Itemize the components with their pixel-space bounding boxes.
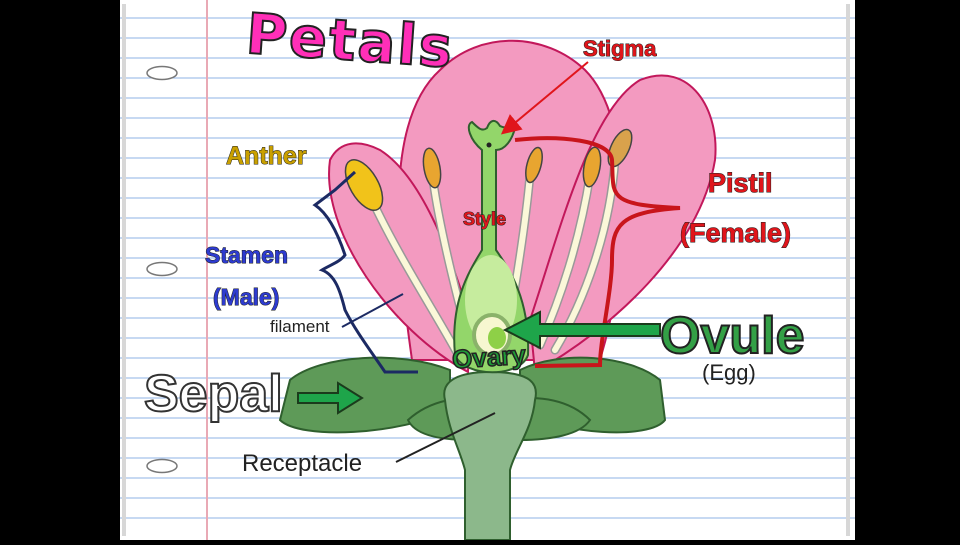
receptacle-pointer: [395, 412, 496, 463]
ovary-label: Ovary: [450, 339, 527, 376]
pistil-bracket: [514, 136, 681, 368]
filament-pointer: [341, 293, 404, 328]
stamen-label: Stamen: [204, 242, 289, 268]
sepal-arrow: [297, 381, 364, 415]
stigma-pointer: [500, 61, 589, 135]
stamen-bracket: [312, 170, 418, 374]
binder-hole: [146, 261, 178, 277]
male-label: (Male): [212, 284, 280, 310]
anther: [422, 147, 442, 189]
anther: [525, 146, 543, 184]
petals-title: Petals: [243, 1, 457, 82]
receptacle: [443, 370, 537, 541]
ovule-label: Ovule: [659, 307, 805, 365]
egg-label: (Egg): [702, 360, 756, 385]
female-label: (Female): [679, 218, 792, 248]
filament-label: filament: [270, 317, 330, 336]
anther: [582, 146, 602, 188]
binder-hole: [146, 458, 178, 474]
sepal-label: Sepal: [143, 365, 284, 423]
style-label: Style: [462, 209, 507, 229]
binder-hole: [146, 65, 178, 81]
receptacle-label: Receptacle: [242, 450, 363, 477]
anther-label: Anther: [226, 142, 308, 170]
pistil-label: Pistil: [708, 168, 774, 198]
ovule-arrow: [502, 310, 661, 350]
stigma-label: Stigma: [582, 36, 657, 61]
